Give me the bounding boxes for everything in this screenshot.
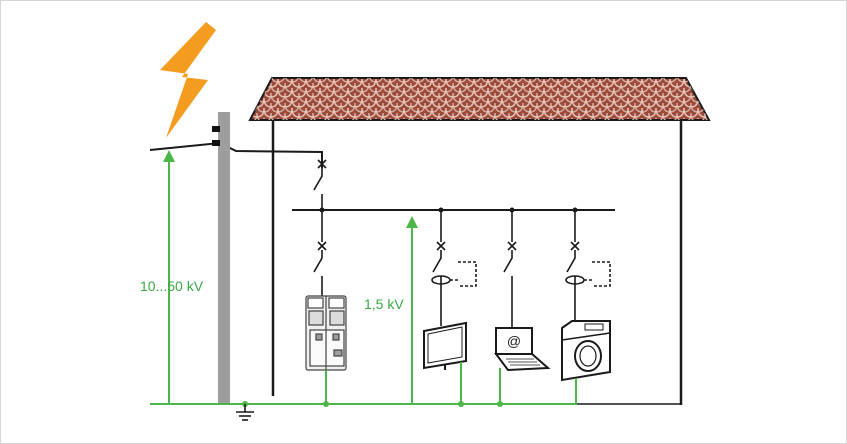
load-branch-monitor [431, 210, 477, 326]
ground-icon [236, 404, 254, 421]
overhead-line [149, 141, 323, 168]
laptop-icon: @ [494, 327, 551, 372]
spd-branch-switch [313, 210, 327, 296]
lightning-bolt-icon [160, 22, 216, 138]
laptop-email-symbol: @ [507, 333, 521, 349]
junction-dot [509, 207, 515, 213]
main-switch [313, 159, 327, 210]
utility-pole [218, 112, 230, 405]
washing-machine-icon [561, 320, 611, 382]
voltage-arrow-line [163, 150, 175, 404]
junction-dot [497, 401, 503, 407]
pole-insulator [212, 140, 220, 146]
load-branch-laptop [503, 210, 517, 328]
surge-protector-icon [305, 295, 347, 371]
monitor-icon [423, 321, 467, 370]
voltage-arrow-protected [406, 216, 418, 404]
junction-dot [438, 207, 444, 213]
pole-insulator [212, 126, 220, 132]
junction-dot [572, 207, 578, 213]
house-roof [248, 77, 711, 121]
junction-dot [458, 401, 464, 407]
voltage-label-line: 10...50 kV [140, 278, 204, 294]
voltage-label-protected: 1,5 kV [364, 296, 404, 312]
load-branch-washing-machine [565, 210, 611, 322]
